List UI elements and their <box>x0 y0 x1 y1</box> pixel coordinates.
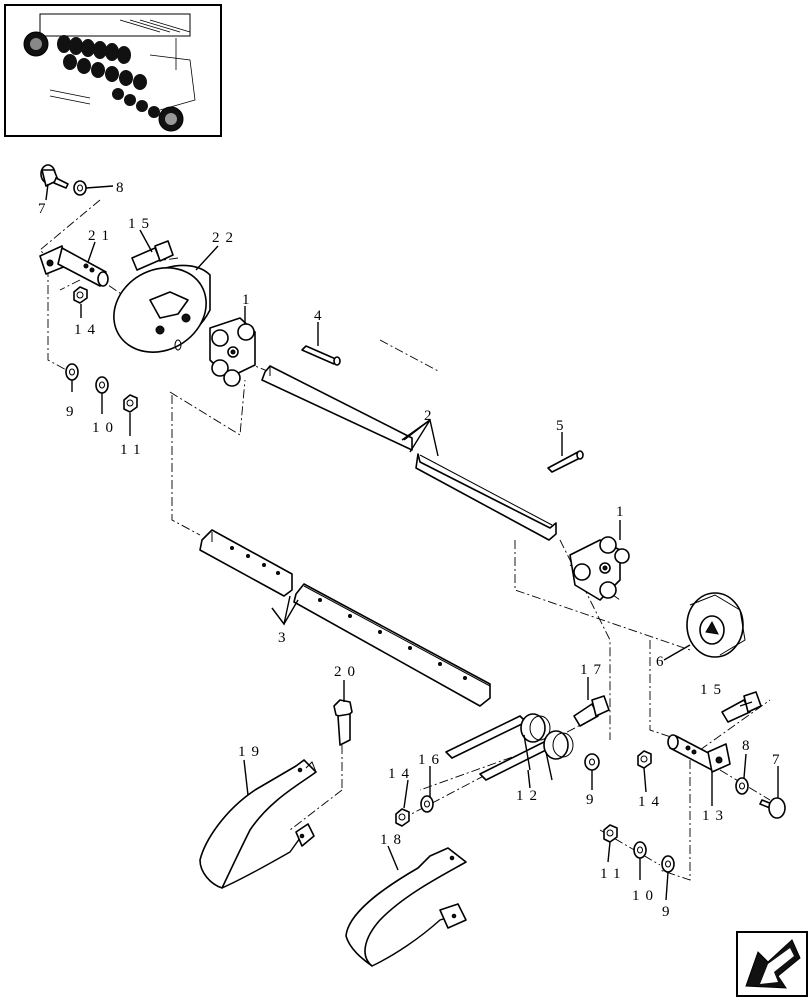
washer-9-left <box>65 363 79 381</box>
callout-16: 16 <box>418 752 445 768</box>
washer-9-right <box>661 855 675 873</box>
leader-lines <box>45 183 779 901</box>
callout-9: 9 <box>66 404 80 420</box>
bearing-1-upper <box>209 317 256 387</box>
callout-1-right: 1 <box>616 504 630 520</box>
bolt-15-upper <box>131 240 174 271</box>
nut-14-lower <box>395 808 410 827</box>
bearing-1-right <box>569 536 630 601</box>
cotter-pin-4 <box>301 345 341 366</box>
counterweight-22 <box>113 264 211 353</box>
washer-8-upper <box>73 180 87 196</box>
washer-10-right <box>633 841 647 859</box>
washer-9-center <box>584 753 600 771</box>
callout-21: 21 <box>88 228 115 244</box>
callout-labels: 8 7 21 15 22 1 4 14 9 10 11 2 5 1 6 3 20… <box>38 180 786 920</box>
nut-14-upper <box>73 286 88 304</box>
bolt-7-upper <box>40 164 69 189</box>
bolt-17 <box>573 695 610 727</box>
callout-8-right: 8 <box>742 738 756 754</box>
callout-2: 2 <box>424 408 438 424</box>
callout-9-right: 9 <box>662 904 676 920</box>
callout-5: 5 <box>556 418 570 434</box>
pin-21-upper <box>39 245 109 287</box>
callout-14-lower: 14 <box>388 766 415 782</box>
nut-11-left <box>123 394 138 413</box>
callout-18: 18 <box>380 832 407 848</box>
callout-20: 20 <box>334 664 361 680</box>
bolt-20 <box>333 699 353 746</box>
callout-15-right: 15 <box>700 682 727 698</box>
nut-11-right <box>603 824 618 843</box>
callout-17: 17 <box>580 662 607 678</box>
strap-19 <box>199 759 317 889</box>
nut-14-center <box>637 750 652 769</box>
callout-9-center: 9 <box>586 792 600 808</box>
callout-14-right: 14 <box>638 794 665 810</box>
callout-7-right: 7 <box>772 752 786 768</box>
washer-10-left <box>95 376 109 394</box>
strap-18 <box>345 847 467 967</box>
callout-19: 19 <box>238 744 265 760</box>
machine-thumbnail-icon[interactable] <box>4 4 222 137</box>
callout-8: 8 <box>116 180 130 196</box>
callout-13: 13 <box>702 808 729 824</box>
washer-16 <box>420 795 434 813</box>
callout-10: 10 <box>92 420 119 436</box>
spring-12 <box>445 713 574 781</box>
callout-12: 12 <box>516 788 543 804</box>
callout-1: 1 <box>242 292 256 308</box>
callout-14: 14 <box>74 322 101 338</box>
callout-3: 3 <box>278 630 292 646</box>
bolt-7-right <box>759 797 786 819</box>
callout-4: 4 <box>314 308 328 324</box>
shaft-2 <box>261 365 557 541</box>
angle-bar-3 <box>199 529 491 707</box>
callout-11: 11 <box>120 442 146 458</box>
collar-6 <box>686 592 746 658</box>
callout-15: 15 <box>128 216 155 232</box>
washer-8-right <box>735 777 749 795</box>
previous-page-arrow-icon[interactable] <box>736 931 808 997</box>
callout-6: 6 <box>656 654 670 670</box>
callout-10-right: 10 <box>632 888 659 904</box>
cotter-pin-5 <box>547 450 584 473</box>
callout-22: 22 <box>212 230 239 246</box>
pin-13 <box>667 734 731 773</box>
callout-7: 7 <box>38 201 52 217</box>
callout-11-right: 11 <box>600 866 626 882</box>
bolt-15-right <box>721 691 762 723</box>
